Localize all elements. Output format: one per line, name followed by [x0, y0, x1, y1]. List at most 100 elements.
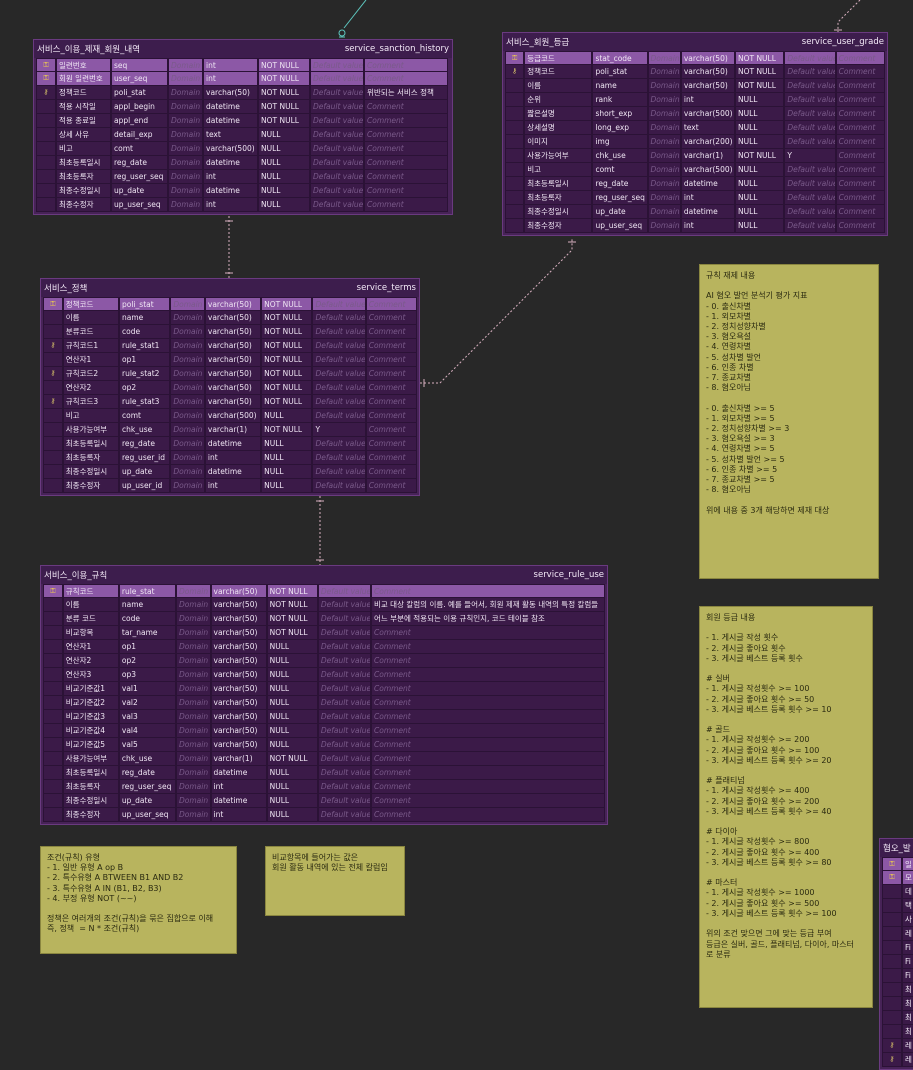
blank-icon — [36, 184, 56, 198]
note-compare-values[interactable]: 비교항목에 들어가는 값은 회원 활동 내역에 있는 전체 칼럼임 — [265, 846, 405, 916]
entity-column-row[interactable]: Fi — [882, 941, 913, 955]
column-nullable: NOT NULL — [258, 114, 310, 128]
note-sanction-rules[interactable]: 규칙 재제 내용 AI 혐오 발언 분석기 평가 지표 - 0. 출신차별 - … — [699, 264, 879, 579]
column-physical-name: rule_stat — [118, 584, 176, 598]
blank-icon — [505, 177, 525, 191]
column-nullable: NULL — [266, 682, 318, 696]
column-default: Default value — [784, 219, 836, 233]
entity-column-row[interactable]: 최 — [882, 997, 913, 1011]
column-logical-name: 최초등록자 — [524, 191, 593, 205]
entity-column-row[interactable]: 최 — [882, 1011, 913, 1025]
entity-column-row[interactable]: 최 — [882, 983, 913, 997]
entity-column-row[interactable]: 택 — [882, 899, 913, 913]
column-comment: Comment — [364, 170, 448, 184]
entity-column-row[interactable]: 데 — [882, 885, 913, 899]
column-nullable: NULL — [258, 198, 310, 212]
column-nullable: NOT NULL — [261, 297, 313, 311]
column-default: Default value — [310, 198, 364, 212]
column-physical-name: poli_stat — [119, 297, 171, 311]
entity-column-row[interactable]: 레 — [882, 927, 913, 941]
column-comment: Comment — [371, 626, 605, 640]
column-type: varchar(50) — [210, 584, 267, 598]
column-comment: Comment — [364, 100, 448, 114]
note-grade-rules[interactable]: 회원 등급 내용 - 1. 게시글 작성 횟수 - 2. 게시글 좋아요 횟수 … — [699, 606, 873, 1008]
column-nullable: NOT NULL — [261, 325, 313, 339]
entity-column-row[interactable]: ⚿일 — [882, 857, 913, 871]
entity-column-row[interactable]: Fi — [882, 955, 913, 969]
column-logical-name: 최초등록일시 — [62, 437, 120, 451]
entity-column-row[interactable]: ⚷레 — [882, 1039, 913, 1053]
note-condition-types[interactable]: 조건(규칙) 유형 - 1. 일반 유형 A op B - 2. 특수유형 A … — [40, 846, 237, 954]
entity-column-row[interactable]: ⚿모 — [882, 871, 913, 885]
entity-column-row[interactable]: 사 — [882, 913, 913, 927]
blank-icon — [882, 969, 902, 983]
column-nullable: NULL — [266, 668, 318, 682]
entity-column-row[interactable]: 최 — [882, 1025, 913, 1039]
entity-column-row[interactable]: ⚷레 — [882, 1053, 913, 1067]
entity-service-sanction-history[interactable]: 서비스_이용_제재_회원_내역 service_sanction_history… — [33, 39, 453, 215]
column-logical-name: 연산자1 — [62, 353, 120, 367]
entity-column-row[interactable]: Fi — [882, 969, 913, 983]
entity-header: 혐오_발 — [880, 839, 913, 857]
